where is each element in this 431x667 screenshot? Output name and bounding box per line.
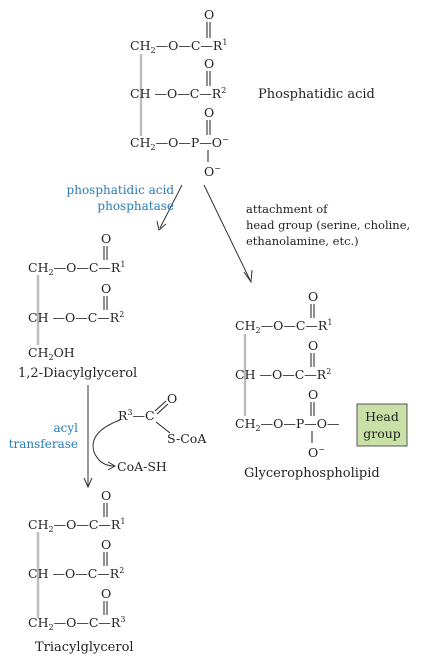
attachment-note-line2: head group (serine, choline, bbox=[246, 218, 410, 232]
attachment-note-line3: ethanolamine, etc.) bbox=[246, 234, 359, 248]
svg-text:CH2—O—P—O—: CH2—O—P—O— bbox=[235, 416, 339, 433]
glycerophospholipid-label: Glycerophospholipid bbox=[244, 466, 380, 481]
phosphatidic-acid-label: Phosphatidic acid bbox=[258, 87, 375, 102]
svg-text:O: O bbox=[101, 281, 111, 296]
svg-text:O: O bbox=[204, 56, 214, 71]
svg-text:CH —O—C—R2: CH —O—C—R2 bbox=[28, 566, 124, 581]
svg-text:O: O bbox=[101, 537, 111, 552]
acyl-label: acyl bbox=[54, 421, 79, 435]
svg-text:O: O bbox=[204, 7, 214, 22]
svg-text:CH2—O—C—R1: CH2—O—C—R1 bbox=[28, 517, 125, 534]
svg-text:O: O bbox=[101, 488, 111, 503]
phosphatase-label: phosphatase bbox=[97, 199, 174, 213]
svg-text:O: O bbox=[101, 586, 111, 601]
head-group-label-line1: Head bbox=[365, 409, 399, 424]
svg-text:CH —O—C—R2: CH —O—C—R2 bbox=[28, 310, 124, 325]
reaction-arrows-top bbox=[156, 184, 253, 284]
svg-text:O: O bbox=[204, 105, 214, 120]
diacylglycerol-label: 1,2-Diacylglycerol bbox=[18, 366, 137, 381]
triacylglycerol-structure: CH2—O—C—R1 O CH —O—C—R2 O CH2—O—C—R3 O bbox=[28, 488, 125, 632]
svg-text:O: O bbox=[308, 387, 318, 402]
coa-sh-label: CoA-SH bbox=[117, 459, 167, 474]
phosphatidic-acid-phosphatase-label: phosphatidic acid bbox=[67, 183, 175, 197]
svg-text:CH2—O—C—R3: CH2—O—C—R3 bbox=[28, 615, 125, 632]
svg-text:O: O bbox=[101, 231, 111, 246]
svg-text:O−: O− bbox=[308, 445, 325, 460]
transferase-label: transferase bbox=[9, 437, 78, 451]
svg-text:CH2—O—P—O−: CH2—O—P—O− bbox=[130, 135, 229, 152]
head-group-box: Head group bbox=[356, 403, 408, 447]
svg-text:CH2—O—C—R1: CH2—O—C—R1 bbox=[130, 38, 227, 55]
svg-text:O: O bbox=[308, 289, 318, 304]
svg-text:CH —O—C—R2: CH —O—C—R2 bbox=[130, 86, 226, 101]
diacylglycerol-structure: CH2—O—C—R1 O CH —O—C—R2 O CH2OH bbox=[28, 231, 125, 362]
svg-text:CH2OH: CH2OH bbox=[28, 345, 75, 362]
svg-text:CH2—O—C—R1: CH2—O—C—R1 bbox=[28, 260, 125, 277]
attachment-note-line1: attachment of bbox=[246, 202, 328, 216]
triacylglycerol-label: Triacylglycerol bbox=[35, 640, 134, 655]
svg-text:O−: O− bbox=[204, 164, 221, 179]
head-group-label-line2: group bbox=[363, 426, 401, 441]
svg-text:S-CoA: S-CoA bbox=[167, 431, 207, 446]
svg-text:CH —O—C—R2: CH —O—C—R2 bbox=[235, 367, 331, 382]
svg-text:CH2—O—C—R1: CH2—O—C—R1 bbox=[235, 318, 332, 335]
svg-text:O: O bbox=[308, 338, 318, 353]
svg-text:R3—C: R3—C bbox=[118, 408, 155, 423]
acyl-coa-structure: R3—C O S-CoA CoA-SH bbox=[92, 391, 207, 474]
svg-text:O: O bbox=[167, 391, 177, 406]
glycerophospholipid-structure: CH2—O—C—R1 O CH —O—C—R2 O CH2—O—P—O— O O… bbox=[235, 289, 339, 460]
phosphatidic-acid-structure: CH2—O—C—R1 O CH —O—C—R2 O Phosphatidic a… bbox=[130, 7, 375, 179]
